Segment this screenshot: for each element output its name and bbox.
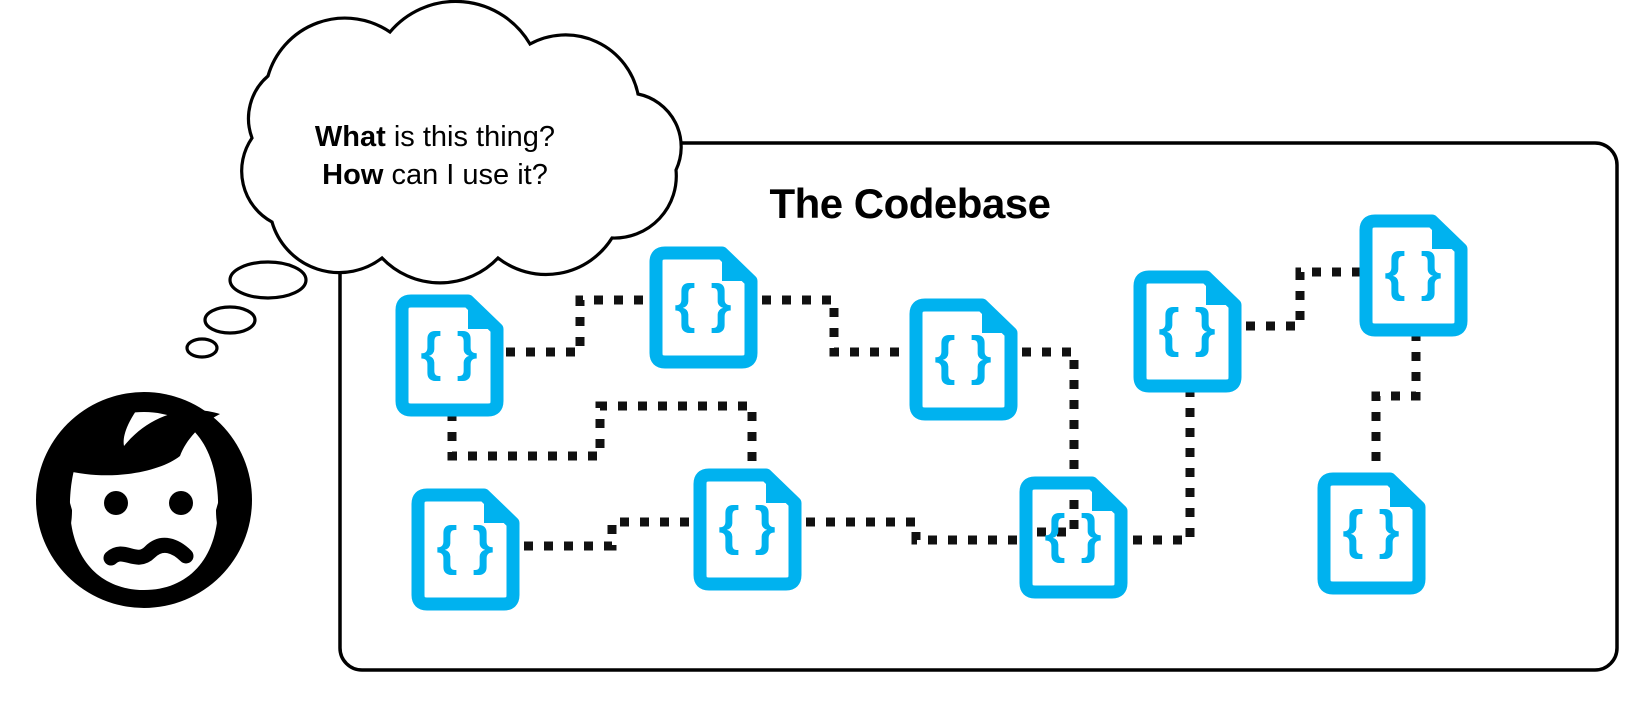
connector-f5-f9 [1371, 332, 1421, 470]
thought-bubble-text: What is this thing? How can I use it? [255, 118, 615, 194]
thought-bubble-dot-medium [203, 305, 257, 335]
page-title: The Codebase [769, 180, 1051, 227]
thought-line-1-rest: is this thing? [385, 121, 556, 153]
avatar-mouth [103, 537, 194, 566]
avatar-eye-right [169, 491, 193, 515]
connector-f7-f8 [806, 517, 1020, 545]
thought-line-2-rest: can I use it? [383, 159, 548, 191]
thought-line-2: How can I use it? [255, 156, 615, 194]
avatar-ear-left [57, 496, 72, 532]
thought-line-1-emphasis: What [314, 121, 386, 153]
avatar [36, 392, 252, 608]
connector-f2-f3 [762, 295, 910, 357]
connector-f1-f6 [447, 401, 757, 462]
avatar-hair [64, 400, 220, 476]
thought-line-1: What is this thing? [255, 118, 615, 156]
connector-f1-f2 [506, 295, 650, 357]
thought-bubble-dot-small [185, 337, 219, 359]
connector-f4-f5 [1246, 267, 1360, 331]
thought-line-2-emphasis: How [322, 159, 384, 191]
thought-bubble-dot-large [228, 260, 308, 300]
avatar-eye-left [104, 491, 128, 515]
connector-group [447, 267, 1421, 551]
thought-bubble [185, 0, 683, 359]
connector-f3-f8 [1022, 347, 1079, 537]
connector-f6-f7 [524, 517, 694, 551]
avatar-ear-right [216, 496, 231, 532]
thought-bubble-cloud [240, 0, 683, 285]
